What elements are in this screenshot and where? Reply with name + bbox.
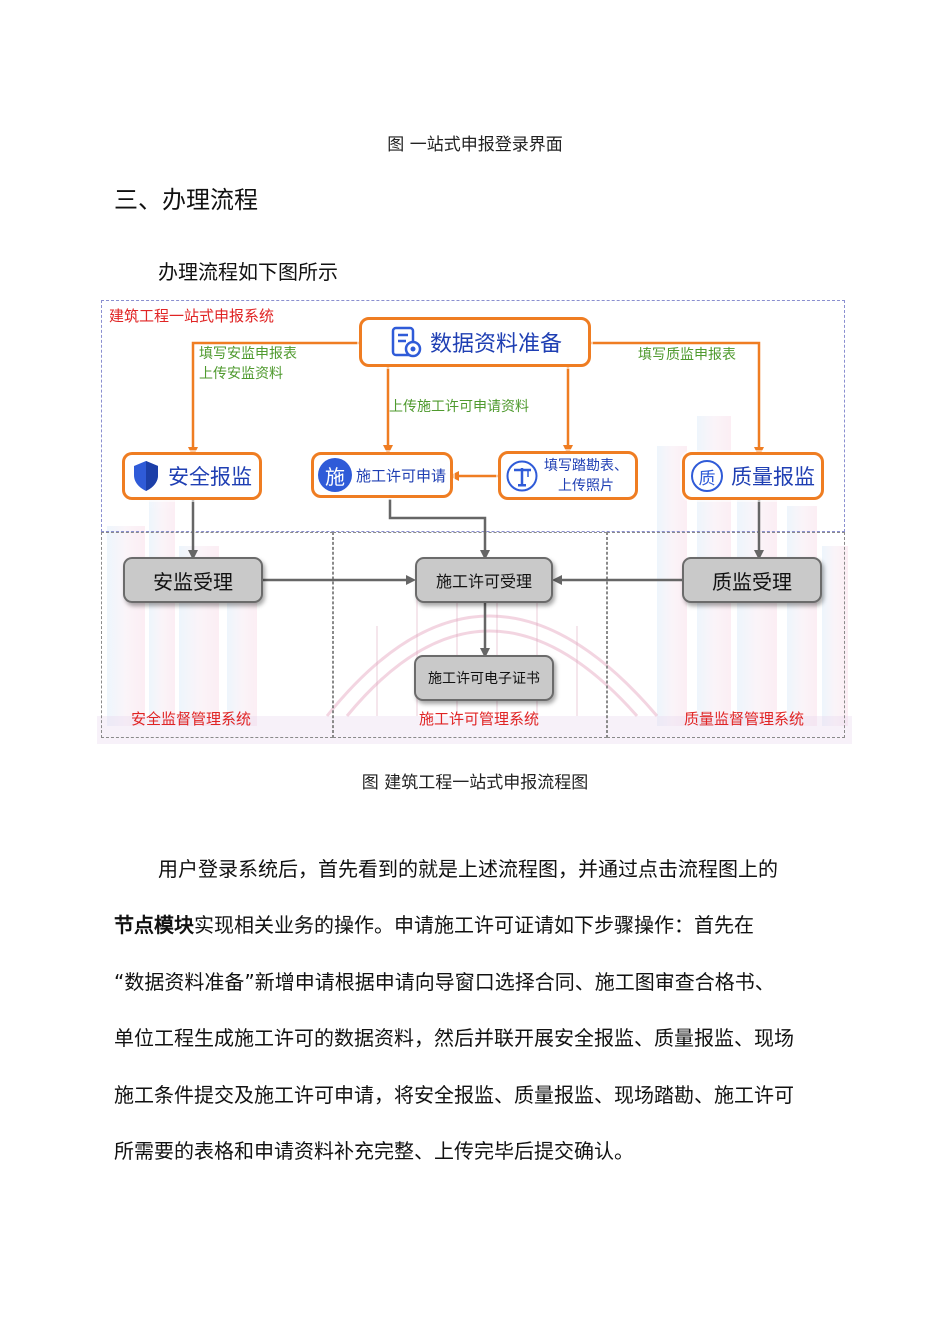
zone-label-permit: 施工许可管理系统 [419, 710, 540, 728]
body-line-1: 用户登录系统后，首先看到的就是上述流程图，并通过点击流程图上的 [158, 857, 778, 881]
body-line-2-rest: 实现相关业务的操作。申请施工许可证请如下步骤操作：首先在 [194, 913, 754, 937]
safety-zone [101, 532, 333, 738]
permit-badge-icon: 施 [318, 458, 352, 492]
node-data-prep-label: 数据资料准备 [429, 332, 562, 357]
node-permit-apply[interactable]: 施 施工许可申请 [311, 452, 453, 498]
permit-zone [333, 532, 607, 738]
node-e-certificate[interactable]: 施工许可电子证书 [414, 655, 554, 701]
node-survey-line2: 上传照片 [558, 477, 614, 494]
node-safety-accept-label: 安监受理 [153, 569, 233, 594]
body-line-3: “数据资料准备”新增申请根据申请向导窗口选择合同、施工图审查合格书、 [114, 970, 775, 994]
shield-icon [132, 460, 160, 492]
connectors [188, 341, 764, 658]
flowchart: 建筑工程一站式申报系统 填写安监申报表 上传 [97, 296, 852, 744]
edge-label-to-quality: 填写质监申报表 [638, 347, 736, 363]
figure-caption-login: 图 一站式申报登录界面 [387, 135, 563, 155]
node-safety-accept[interactable]: 安监受理 [123, 557, 263, 603]
edge-label-to-permit: 上传施工许可申请资料 [389, 399, 529, 415]
body-line-2: 节点模块实现相关业务的操作。申请施工许可证请如下步骤操作：首先在 [114, 909, 754, 938]
edge-label-to-safety: 填写安监申报表 上传安监资料 [199, 344, 297, 384]
zone-label-safety: 安全监督管理系统 [131, 710, 252, 728]
node-permit-apply-label: 施工许可申请 [356, 466, 447, 485]
system-frame [101, 300, 845, 532]
node-e-certificate-label: 施工许可电子证书 [428, 671, 540, 687]
section-heading: 三、办理流程 [114, 186, 258, 214]
node-permit-accept[interactable]: 施工许可受理 [415, 557, 553, 603]
node-module-emphasis: 节点模块 [114, 913, 194, 937]
zone-label-quality: 质量监督管理系统 [684, 710, 805, 728]
edge-prep-to-quality [591, 341, 764, 457]
node-safety-report[interactable]: 安全报监 [122, 452, 262, 500]
figure-caption-flowchart: 图 建筑工程一站式申报流程图 [361, 773, 589, 793]
node-survey-line1: 填写踏勘表、 [544, 457, 628, 474]
body-line-6: 所需要的表格和申请资料补充完整、上传完毕后提交确认。 [114, 1139, 634, 1163]
intro-text: 办理流程如下图所示 [158, 260, 338, 284]
document-gear-icon [388, 325, 422, 359]
crane-icon [506, 460, 538, 492]
system-frame-label: 建筑工程一站式申报系统 [109, 307, 275, 325]
node-quality-report-label: 质量报监 [731, 465, 815, 489]
quality-zone [607, 532, 845, 738]
edge-label-to-safety-line2: 上传安监资料 [199, 366, 283, 382]
node-quality-report[interactable]: 质 质量报监 [682, 452, 824, 500]
node-survey-label: 填写踏勘表、 上传照片 [544, 456, 628, 496]
body-line-4: 单位工程生成施工许可的数据资料，然后并联开展安全报监、质量报监、现场 [114, 1026, 794, 1050]
node-safety-report-label: 安全报监 [168, 465, 252, 489]
node-permit-accept-label: 施工许可受理 [435, 572, 532, 591]
edge-permit-to-permit-accept [388, 499, 490, 560]
edge-prep-to-safety [188, 341, 359, 457]
quality-badge-icon: 质 [691, 460, 723, 492]
node-survey[interactable]: 填写踏勘表、 上传照片 [498, 451, 638, 500]
node-quality-accept[interactable]: 质监受理 [682, 557, 822, 603]
node-quality-accept-label: 质监受理 [712, 569, 792, 594]
body-line-5: 施工条件提交及施工许可申请，将安全报监、质量报监、现场踏勘、施工许可 [114, 1083, 794, 1107]
edge-label-to-safety-line1: 填写安监申报表 [199, 346, 297, 362]
node-data-prep[interactable]: 数据资料准备 [359, 317, 591, 367]
